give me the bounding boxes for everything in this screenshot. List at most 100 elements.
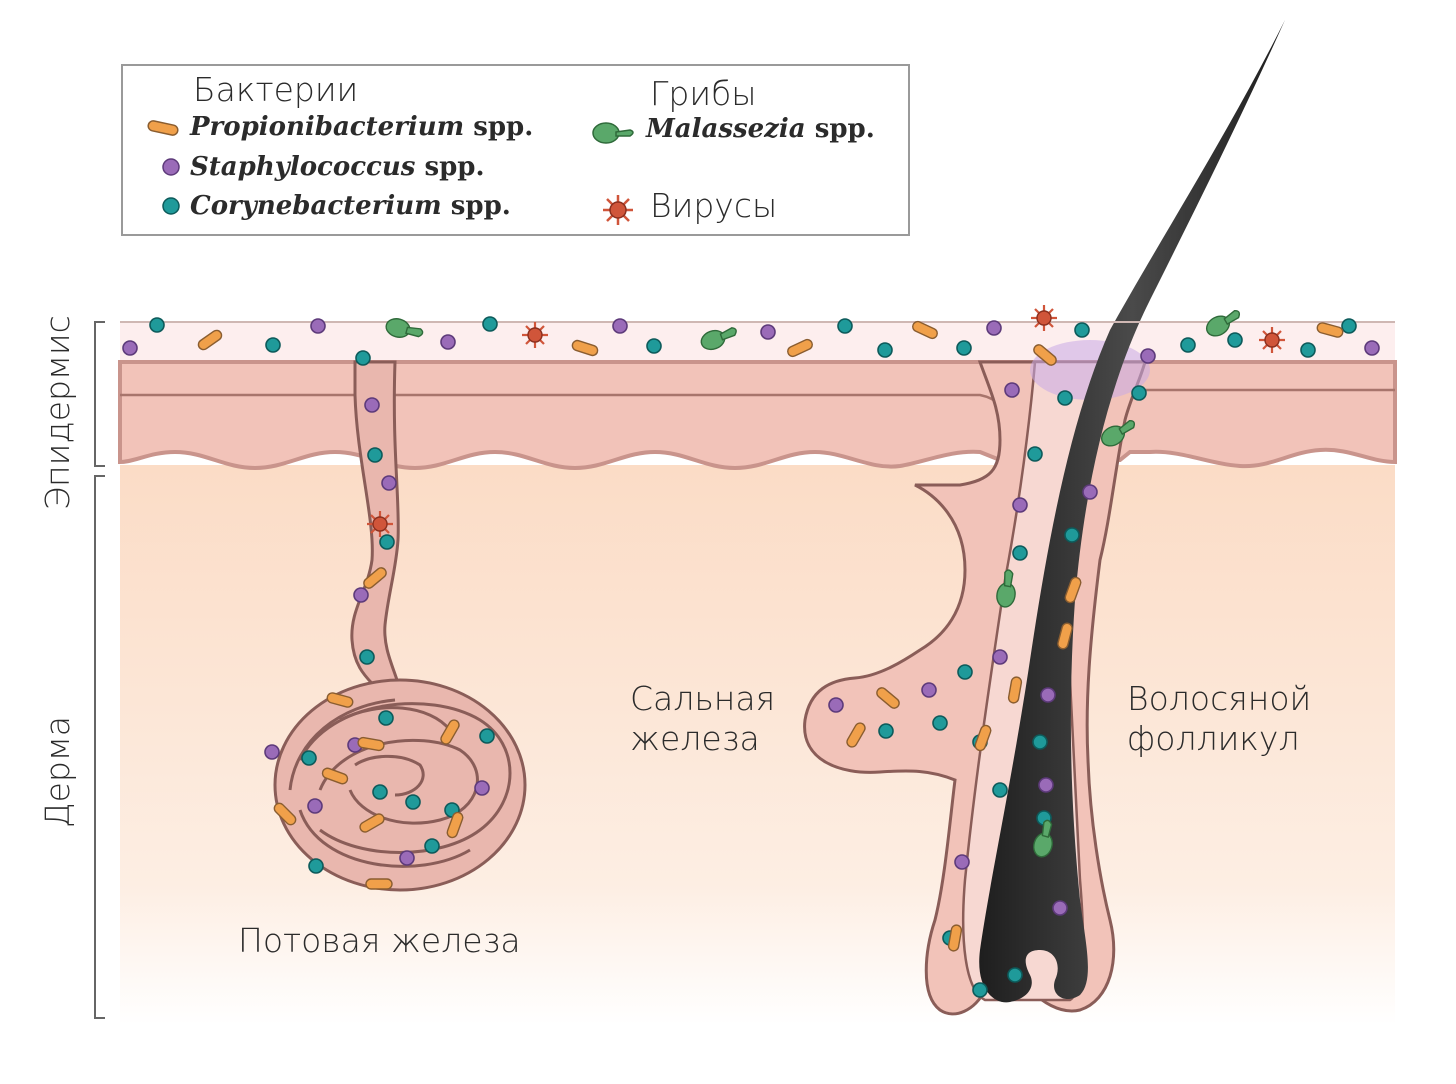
staphylococcus-cell — [440, 334, 456, 350]
yeast-fungus-icon — [592, 122, 634, 144]
malassezia-cell — [385, 318, 424, 338]
propionibacterium-cell — [1064, 576, 1082, 604]
propionibacterium-cell — [363, 567, 387, 589]
staphylococcus-cell — [828, 697, 844, 713]
malassezia-cell — [700, 327, 737, 351]
propionibacterium-cell — [974, 724, 992, 752]
corynebacterium-cell — [1341, 318, 1357, 334]
corynebacterium-cell — [1064, 527, 1080, 543]
virus-particle — [522, 322, 548, 348]
corynebacterium-cell — [932, 715, 948, 731]
staphylococcus-cell — [1038, 777, 1054, 793]
virus-particle — [1031, 305, 1057, 331]
corynebacterium-cell — [646, 338, 662, 354]
propionibacterium-cell — [446, 811, 464, 839]
legend-viruses-label: Вирусы — [650, 186, 778, 225]
staphylococcus-cell — [353, 587, 369, 603]
staphylococcus-cell — [122, 340, 138, 356]
staphylococcus-cell — [364, 397, 380, 413]
staphylococcus-cell — [307, 798, 323, 814]
teal-coccus-icon — [162, 197, 180, 215]
corynebacterium-cell — [265, 337, 281, 353]
corynebacterium-cell — [405, 794, 421, 810]
corynebacterium-cell — [149, 317, 165, 333]
propionibacterium-cell — [1316, 322, 1344, 338]
corynebacterium-cell — [1227, 332, 1243, 348]
sebaceous-gland-label-line2: железа — [630, 719, 760, 758]
legend-item-staphylococcus: Staphylococcus spp. — [190, 152, 485, 182]
legend-item-malassezia: Malassezia spp. — [646, 114, 875, 144]
staphylococcus-cell — [612, 318, 628, 334]
layer-brackets — [94, 321, 105, 1019]
propionibacterium-cell — [787, 338, 813, 358]
propionibacterium-cell — [1007, 676, 1023, 704]
corynebacterium-cell — [1057, 390, 1073, 406]
staphylococcus-cell — [264, 744, 280, 760]
corynebacterium-cell — [301, 750, 317, 766]
hair-follicle-label-line1: Волосяной — [1127, 679, 1312, 718]
propionibacterium-cell — [1033, 344, 1057, 366]
malassezia-cell — [996, 569, 1016, 608]
propionibacterium-cell — [440, 719, 460, 745]
staphylococcus-cell — [1082, 484, 1098, 500]
corynebacterium-cell — [1131, 385, 1147, 401]
propionibacterium-cell — [197, 329, 223, 351]
propionibacterium-cell — [359, 813, 385, 833]
corynebacterium-cell — [379, 534, 395, 550]
sweat-gland-coil — [273, 678, 527, 892]
propionibacterium-cell — [846, 722, 866, 748]
rod-bacterium-icon — [147, 120, 179, 136]
purple-coccus-icon — [162, 158, 180, 176]
propionibacterium-cell — [326, 692, 354, 708]
virus-particle — [367, 511, 393, 537]
legend-bacteria-title: Бактерии — [193, 70, 359, 109]
corynebacterium-cell — [372, 784, 388, 800]
staphylococcus-cell — [954, 854, 970, 870]
hair-shaft — [979, 20, 1285, 1003]
legend-item-propionibacterium: Propionibacterium spp. — [190, 112, 534, 142]
corynebacterium-cell — [367, 447, 383, 463]
virus-particle — [1259, 327, 1285, 353]
staphylococcus-cell — [1040, 687, 1056, 703]
staphylococcus-cell — [1140, 348, 1156, 364]
hair-follicle-label-line2: фолликул — [1127, 719, 1300, 758]
corynebacterium-cell — [878, 723, 894, 739]
corynebacterium-cell — [1012, 545, 1028, 561]
staphylococcus-cell — [381, 475, 397, 491]
corynebacterium-cell — [1300, 342, 1316, 358]
malassezia-cell — [1205, 309, 1241, 337]
corynebacterium-cell — [479, 728, 495, 744]
corynebacterium-cell — [482, 316, 498, 332]
corynebacterium-cell — [956, 340, 972, 356]
corynebacterium-cell — [992, 782, 1008, 798]
staphylococcus-cell — [399, 850, 415, 866]
propionibacterium-cell — [1057, 622, 1073, 650]
malassezia-cell — [1100, 419, 1136, 447]
staphylococcus-cell — [1012, 497, 1028, 513]
staphylococcus-cell — [992, 649, 1008, 665]
corynebacterium-cell — [1074, 322, 1090, 338]
legend-fungi-title: Грибы — [650, 74, 757, 113]
epidermis-label: Эпидермис — [38, 315, 77, 510]
propionibacterium-cell — [321, 767, 349, 785]
corynebacterium-cell — [1032, 734, 1048, 750]
staphylococcus-cell — [986, 320, 1002, 336]
corynebacterium-cell — [359, 649, 375, 665]
propionibacterium-cell — [357, 736, 385, 752]
virus-icon — [603, 195, 633, 225]
corynebacterium-cell — [424, 838, 440, 854]
dermis-label: Дерма — [38, 716, 77, 828]
corynebacterium-cell — [1007, 967, 1023, 983]
corynebacterium-cell — [355, 350, 371, 366]
malassezia-cell — [1033, 819, 1053, 858]
propionibacterium-cell — [912, 320, 938, 340]
corynebacterium-cell — [1027, 446, 1043, 462]
corynebacterium-cell — [957, 664, 973, 680]
legend-item-corynebacterium: Corynebacterium spp. — [190, 191, 511, 221]
staphylococcus-cell — [1364, 340, 1380, 356]
corynebacterium-cell — [837, 318, 853, 334]
propionibacterium-cell — [571, 339, 599, 357]
corynebacterium-cell — [877, 342, 893, 358]
